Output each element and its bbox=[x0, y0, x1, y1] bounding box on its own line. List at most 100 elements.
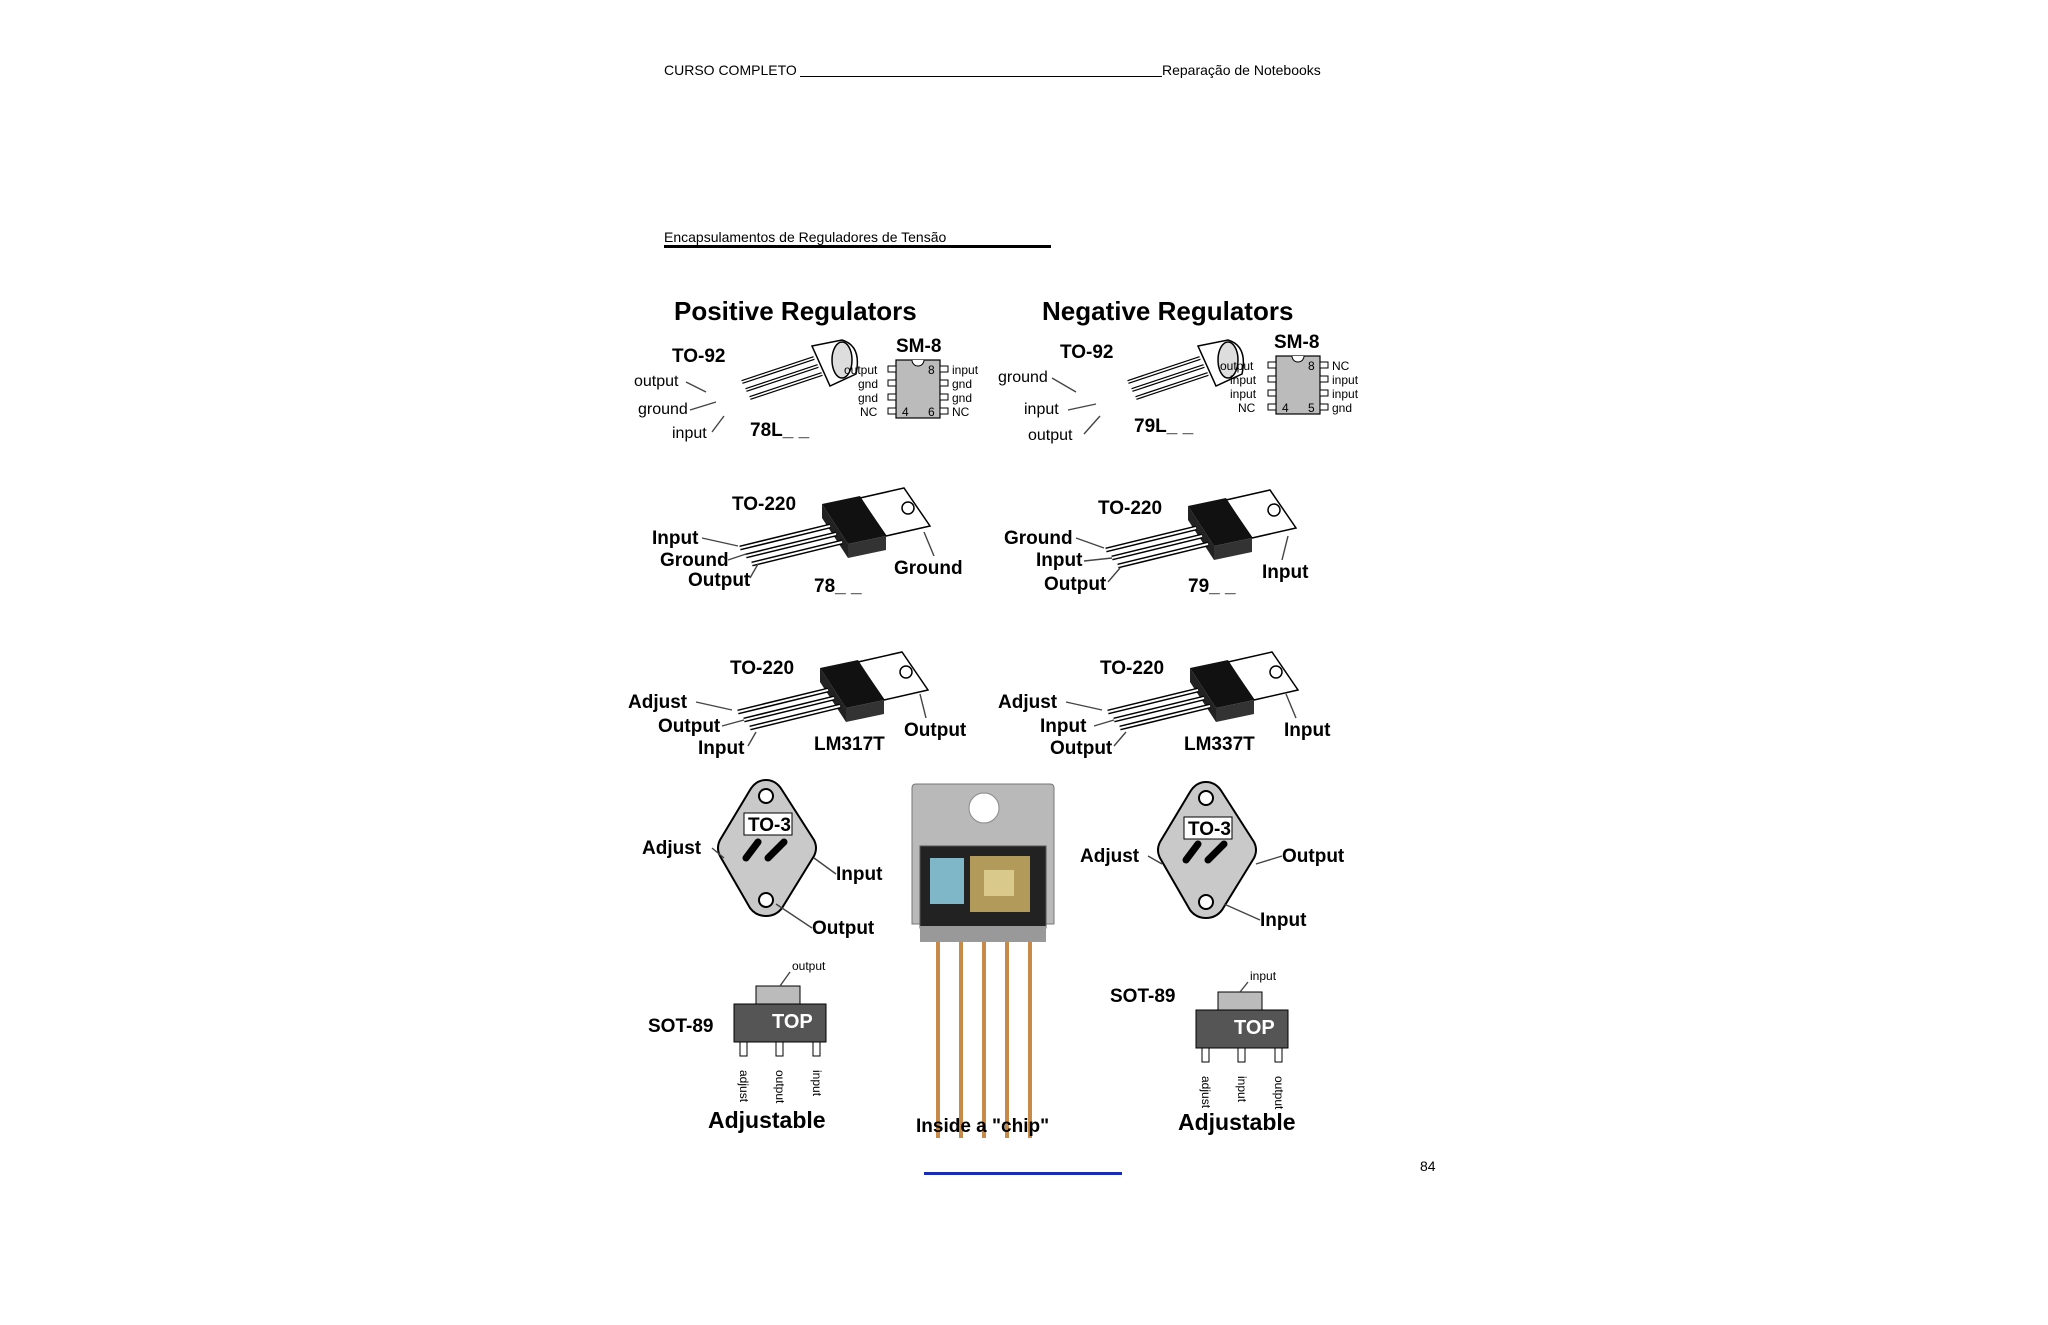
neg-sm8-pin8: 8 bbox=[1308, 359, 1315, 373]
lm317-part: LM317T bbox=[814, 734, 885, 755]
lm337-tab: Input bbox=[1284, 720, 1331, 741]
lm337-pin-adjust: Adjust bbox=[998, 692, 1058, 713]
lm317-to220-label: TO-220 bbox=[730, 658, 794, 679]
pos-to3-adjust: Adjust bbox=[642, 838, 702, 859]
neg-sm8-pin4: 4 bbox=[1282, 401, 1289, 415]
section-title: Encapsulamentos de Reguladores de Tensão bbox=[664, 229, 947, 245]
neg-to3-adjust: Adjust bbox=[1080, 846, 1140, 867]
footer-link-rule bbox=[924, 1172, 1122, 1175]
pos-to92-pin-output: output bbox=[634, 373, 679, 390]
negative-sm8-package: SM-8 output input input NC NC input inpu… bbox=[1220, 332, 1359, 415]
negative-sot89-package: TOP SOT-89 input adjust input output Adj… bbox=[1110, 969, 1296, 1135]
pos-sot89-caption: Adjustable bbox=[708, 1107, 826, 1133]
header-left: CURSO COMPLETO bbox=[664, 62, 797, 78]
pos-to92-pin-input: input bbox=[672, 425, 707, 442]
neg-sm8-right-3: input bbox=[1332, 387, 1359, 401]
pos-sm8-left-3: gnd bbox=[858, 391, 878, 405]
lm317-tab: Output bbox=[904, 720, 967, 741]
pos-sm8-pin6: 6 bbox=[928, 405, 935, 419]
pos-to220-part: 78_ _ bbox=[814, 576, 862, 597]
neg-sot89-top: TOP bbox=[1234, 1017, 1275, 1039]
header-rule bbox=[800, 76, 1162, 77]
lm337-pin-output: Output bbox=[1050, 738, 1113, 759]
neg-sot89-pin-input: input bbox=[1235, 1076, 1249, 1103]
section-title-underline bbox=[664, 245, 1051, 248]
lm337-to220-label: TO-220 bbox=[1100, 658, 1164, 679]
pos-sm8-right-1: input bbox=[952, 363, 979, 377]
lm337-pin-input: Input bbox=[1040, 716, 1087, 737]
pos-sm8-left-4: NC bbox=[860, 405, 878, 419]
neg-to3-input: Input bbox=[1260, 910, 1307, 931]
header-right: Reparação de Notebooks bbox=[1162, 62, 1321, 78]
neg-sm8-left-4: NC bbox=[1238, 401, 1256, 415]
pos-to3-label: TO-3 bbox=[748, 815, 791, 836]
negative-regulators-title: Negative Regulators bbox=[1042, 296, 1293, 326]
neg-to220-pin-ground: Ground bbox=[1004, 528, 1073, 549]
neg-to92-pin-output: output bbox=[1028, 427, 1073, 444]
neg-sm8-left-1: output bbox=[1220, 359, 1254, 373]
neg-sm8-right-1: NC bbox=[1332, 359, 1350, 373]
pos-sm8-pin8: 8 bbox=[928, 363, 935, 377]
neg-sm8-right-2: input bbox=[1332, 373, 1359, 387]
pos-to92-part: 78L_ _ bbox=[750, 420, 810, 441]
negative-to92-package: TO-92 ground input output 79L_ _ bbox=[998, 338, 1246, 444]
neg-to3-output: Output bbox=[1282, 846, 1345, 867]
neg-to220-pin-input: Input bbox=[1036, 550, 1083, 571]
negative-to220-package: TO-220 Ground Input Output 79_ _ Input bbox=[1004, 490, 1309, 597]
regulator-packages-drawing: Positive Regulators Negative Regulators … bbox=[628, 296, 1359, 1138]
lm337t-package: TO-220 Adjust Input Output LM337T Input bbox=[998, 652, 1331, 759]
neg-sot89-top-pin: input bbox=[1250, 969, 1277, 983]
neg-sot89-caption: Adjustable bbox=[1178, 1109, 1296, 1135]
pos-sm8-pin4: 4 bbox=[902, 405, 909, 419]
neg-sm8-pin5: 5 bbox=[1308, 401, 1315, 415]
neg-to92-part: 79L_ _ bbox=[1134, 416, 1194, 437]
neg-to3-label: TO-3 bbox=[1188, 819, 1231, 840]
pos-to220-pin-input: Input bbox=[652, 528, 699, 549]
lm337-part: LM337T bbox=[1184, 734, 1255, 755]
pos-sm8-right-4: NC bbox=[952, 405, 970, 419]
pos-to3-input: Input bbox=[836, 864, 883, 885]
pos-sm8-label: SM-8 bbox=[896, 336, 941, 357]
page-number: 84 bbox=[1420, 1158, 1436, 1174]
lm317-pin-adjust: Adjust bbox=[628, 692, 688, 713]
positive-to92-package: TO-92 output ground input 78L_ _ bbox=[634, 338, 860, 442]
pos-sot89-pin-adjust: adjust bbox=[737, 1070, 751, 1103]
positive-sm8-package: SM-8 output gnd gnd NC input gnd gnd NC … bbox=[844, 336, 979, 419]
neg-sot89-label: SOT-89 bbox=[1110, 986, 1175, 1007]
pos-to220-pin-ground: Ground bbox=[660, 550, 729, 571]
neg-to220-part: 79_ _ bbox=[1188, 576, 1236, 597]
neg-sm8-left-3: input bbox=[1230, 387, 1257, 401]
pos-sm8-right-2: gnd bbox=[952, 377, 972, 391]
pos-to92-pin-ground: ground bbox=[638, 401, 688, 418]
pos-sot89-pin-input: input bbox=[810, 1070, 824, 1097]
neg-to220-label: TO-220 bbox=[1098, 498, 1162, 519]
pos-sot89-pin-output: output bbox=[773, 1070, 787, 1104]
lm317t-package: TO-220 Adjust Output Input LM317T Output bbox=[628, 652, 967, 759]
positive-to220-package: TO-220 Input Ground Output 78_ _ Ground bbox=[652, 488, 963, 597]
pos-to220-tab: Ground bbox=[894, 558, 963, 579]
pos-to3-output: Output bbox=[812, 918, 875, 939]
pos-sm8-left-1: output bbox=[844, 363, 878, 377]
neg-to92-pin-input: input bbox=[1024, 401, 1059, 418]
neg-sot89-pin-adjust: adjust bbox=[1199, 1076, 1213, 1109]
inside-chip-photo: Inside a "chip" bbox=[911, 783, 1055, 1138]
pos-sot89-top: TOP bbox=[772, 1011, 813, 1033]
lm317-pin-output: Output bbox=[658, 716, 721, 737]
pos-sot89-label: SOT-89 bbox=[648, 1016, 713, 1037]
pos-to92-label: TO-92 bbox=[672, 346, 726, 367]
negative-to3-package: TO-3 Adjust Output Input bbox=[1080, 782, 1345, 931]
pos-to220-pin-output: Output bbox=[688, 570, 751, 591]
regulator-packages-figure: Positive Regulators Negative Regulators … bbox=[620, 280, 1380, 1150]
pos-to220-label: TO-220 bbox=[732, 494, 796, 515]
lm317-pin-input: Input bbox=[698, 738, 745, 759]
positive-to3-package: TO-3 Adjust Input Output bbox=[642, 780, 883, 939]
positive-regulators-title: Positive Regulators bbox=[674, 296, 917, 326]
neg-sm8-left-2: input bbox=[1230, 373, 1257, 387]
neg-to92-pin-ground: ground bbox=[998, 369, 1048, 386]
neg-sm8-right-4: gnd bbox=[1332, 401, 1352, 415]
pos-sm8-left-2: gnd bbox=[858, 377, 878, 391]
positive-sot89-package: TOP SOT-89 output adjust output input Ad… bbox=[648, 959, 827, 1133]
neg-sot89-pin-output: output bbox=[1272, 1076, 1286, 1110]
neg-to220-tab: Input bbox=[1262, 562, 1309, 583]
pos-sot89-top-pin: output bbox=[792, 959, 826, 973]
